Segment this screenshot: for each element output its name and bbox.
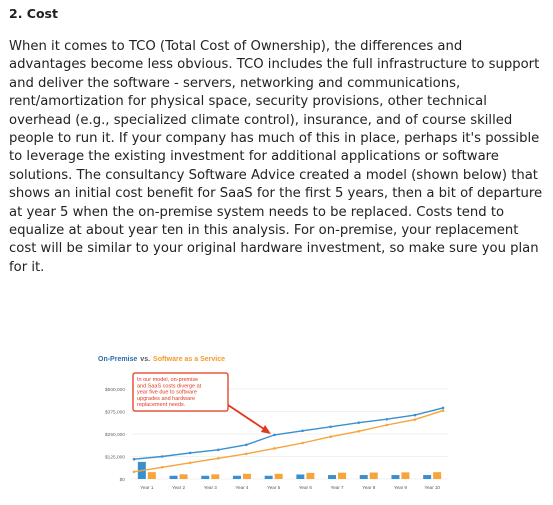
- on_premise-annual-bar: [232, 475, 241, 479]
- x-tick-label: Year 5: [267, 485, 281, 490]
- saas-annual-bar: [338, 472, 347, 479]
- on_premise-point: [273, 433, 276, 437]
- saas-point: [160, 466, 164, 469]
- on_premise-point: [160, 455, 164, 458]
- saas-annual-bar: [401, 472, 410, 479]
- article-paragraph: When it comes to TCO (Total Cost of Owne…: [9, 39, 543, 275]
- on_premise-annual-bar: [423, 475, 432, 479]
- on_premise-cumulative-line: [133, 407, 444, 460]
- saas-point: [245, 452, 248, 456]
- saas-annual-bar: [274, 473, 283, 479]
- saas-annual-bar: [433, 472, 442, 479]
- y-axis-ticks: $0 $125,000 $250,000 $375,000 $500,000: [105, 387, 125, 483]
- on_premise-point: [441, 406, 445, 410]
- y-tick-label: $375,000: [105, 410, 125, 416]
- saas-point: [357, 430, 361, 433]
- x-tick-label: Year 6: [299, 485, 313, 490]
- chart-title-vs: vs.: [140, 356, 150, 363]
- on_premise-point: [216, 448, 220, 452]
- chart-title-saas: Software as a Service: [153, 356, 225, 363]
- on_premise-annual-bar: [328, 475, 337, 479]
- x-tick-label: Year 9: [394, 485, 408, 490]
- x-tick-label: Year 4: [235, 485, 249, 490]
- on_premise-annual-bar: [201, 475, 210, 479]
- annotation-arrow-head: [261, 425, 271, 434]
- annotation-arrow-line: [227, 404, 265, 430]
- saas-annual-bar: [306, 472, 315, 479]
- chart-title-onpremise: On-Premise: [98, 356, 137, 363]
- section-heading: 2. Cost: [9, 6, 58, 21]
- saas-annual-bar: [242, 473, 251, 479]
- saas-point: [301, 441, 304, 445]
- saas-point: [413, 418, 417, 421]
- on_premise-point: [413, 413, 417, 417]
- x-tick-label: Year 10: [424, 485, 440, 490]
- on_premise-annual-bar: [264, 475, 273, 479]
- x-tick-label: Year 7: [330, 485, 344, 490]
- x-tick-label: Year 3: [204, 485, 218, 490]
- saas-annual-bar: [211, 474, 220, 479]
- x-axis-ticks: Year 1 Year 2 Year 3 Year 4 Year 5 Year 6 Year…: [140, 485, 440, 490]
- saas-annual-bar: [179, 474, 188, 479]
- saas-point: [132, 470, 136, 474]
- x-tick-label: Year 8: [362, 485, 376, 490]
- y-tick-label: $500,000: [105, 387, 125, 393]
- on_premise-point: [188, 451, 192, 455]
- on_premise-point: [132, 457, 136, 461]
- on_premise-annual-bar: [296, 474, 305, 479]
- x-tick-label: Year 1: [140, 485, 154, 490]
- cumulative-lines: [132, 406, 445, 474]
- on_premise-point: [385, 417, 389, 421]
- saas-cumulative-line: [133, 409, 444, 473]
- y-tick-label: $0: [120, 477, 126, 483]
- y-tick-label: $125,000: [105, 455, 125, 461]
- y-tick-label: $250,000: [105, 432, 125, 438]
- saas-point: [385, 423, 389, 427]
- annotation-box: [132, 372, 229, 412]
- saas-point: [329, 435, 332, 438]
- saas-point: [216, 457, 220, 460]
- saas-point: [273, 447, 276, 450]
- on_premise-point: [357, 421, 361, 424]
- saas-annual-bar: [369, 472, 378, 479]
- saas-point: [188, 461, 192, 465]
- on_premise-point: [245, 443, 248, 447]
- on_premise-annual-bar: [359, 475, 368, 479]
- x-tick-label: Year 2: [172, 485, 186, 490]
- on_premise-annual-bar: [169, 475, 178, 479]
- saas-annual-bar: [147, 472, 156, 479]
- on_premise-point: [329, 425, 332, 429]
- on_premise-annual-bar: [391, 475, 400, 479]
- saas-point: [441, 409, 445, 412]
- on_premise-point: [301, 429, 304, 433]
